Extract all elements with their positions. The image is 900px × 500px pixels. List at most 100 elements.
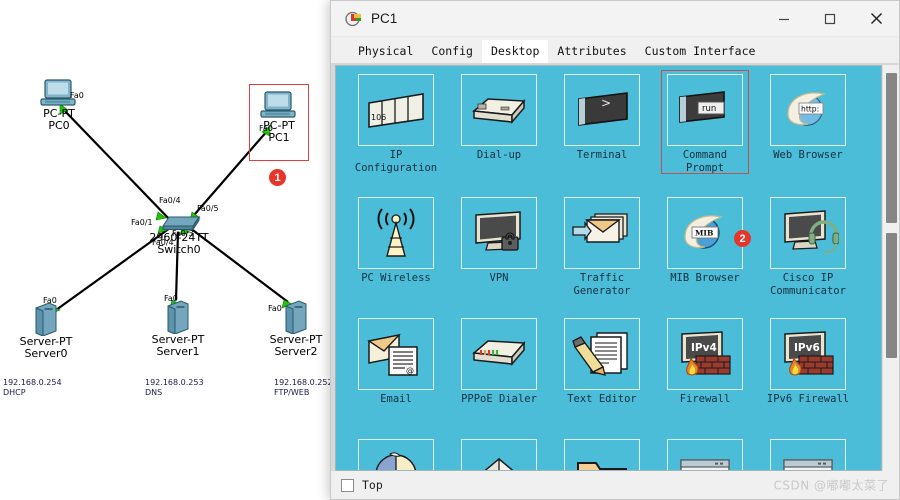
link-switch0-server0 (55, 227, 171, 311)
iflabel-pc0-fa0: Fa0 (70, 91, 84, 100)
window-titlebar[interactable]: PC1 (331, 1, 899, 37)
scrollbar-thumb-upper[interactable] (886, 73, 897, 223)
svg-text:IPv4: IPv4 (691, 342, 717, 354)
tab-desktop[interactable]: Desktop (481, 40, 549, 63)
desktop-item-row4-5[interactable] (758, 439, 858, 470)
node-model-label: Server-PT (151, 333, 205, 346)
desktop-item-web-browser[interactable]: http: Web Browser (758, 74, 858, 162)
desktop-item-firewall[interactable]: IPv4 (655, 318, 755, 406)
switch-icon (162, 215, 200, 232)
traffic-generator-icon (564, 197, 640, 269)
desktop-item-pppoe-dialer[interactable]: PPPoE Dialer (449, 318, 549, 406)
pc-icon (260, 91, 296, 118)
window-bottom-bar: Top CSDN @嘟嘟太菜了 (331, 471, 899, 499)
topology-node-server0[interactable]: Server-PT Server0 (8, 300, 84, 360)
server-icon (35, 302, 57, 336)
window-controls (761, 1, 899, 37)
server1-ip: 192.168.0.253 (145, 378, 204, 387)
iflabel-server0-fa0: Fa0 (43, 296, 57, 305)
desktop-item-cisco-ip-communicator[interactable]: Cisco IP Communicator (758, 197, 858, 298)
ip-phone-headset-icon (770, 197, 846, 269)
node-model-label: PC-PT (43, 107, 75, 120)
pc-icon (40, 79, 76, 106)
topology-node-pc1[interactable]: PC-PT PC1 (246, 90, 312, 144)
desktop-item-label: IPv6 Firewall (766, 393, 850, 405)
desktop-item-label: MIB Browser (670, 272, 740, 284)
maximize-button[interactable] (807, 1, 853, 37)
svg-text:@: @ (406, 366, 414, 375)
desktop-item-pc-wireless[interactable]: PC Wireless (346, 197, 446, 285)
node-model-label: Server-PT (269, 333, 323, 346)
desktop-item-ipv6-firewall[interactable]: IPv6 (758, 318, 858, 406)
node-model-label: 2960-24TT (149, 231, 209, 244)
minimize-button[interactable] (761, 1, 807, 37)
svg-text:IPv6: IPv6 (794, 342, 820, 354)
tab-custom-interface[interactable]: Custom Interface (644, 44, 756, 58)
network-topology-canvas[interactable]: PC-PT PC0 PC-PT PC1 1 2960-24TT Switch (0, 0, 360, 500)
desktop-item-email[interactable]: @ Email (346, 318, 446, 406)
svg-text:>: > (601, 96, 611, 110)
desktop-item-terminal[interactable]: > Terminal (552, 74, 652, 162)
topology-node-pc0[interactable]: PC-PT PC0 (26, 78, 92, 132)
terminal-icon: > (564, 74, 640, 146)
mib-browser-icon: MIB (667, 197, 743, 269)
iflabel-sw-fa05: Fa0/5 (197, 204, 219, 213)
desktop-item-dial-up[interactable]: Dial-up (449, 74, 549, 162)
node-model-label: Server-PT (19, 335, 73, 348)
ip-configuration-icon: 106 (358, 74, 434, 146)
pc1-device-window: PC1 Physical Config Desktop (330, 0, 900, 500)
desktop-item-row4-1[interactable] (346, 439, 446, 470)
topology-node-server1[interactable]: Server-PT Server1 (140, 298, 216, 358)
desktop-item-row4-3[interactable] (552, 439, 652, 470)
svg-text:http:: http: (801, 105, 819, 114)
node-name-label: Switch0 (157, 243, 201, 256)
tab-physical[interactable]: Physical (358, 44, 414, 58)
iflabel-server2-fa0: Fa0 (268, 304, 282, 313)
command-prompt-icon: run (667, 74, 743, 146)
link-switch0-server1 (174, 231, 180, 301)
desktop-item-label: VPN (489, 272, 509, 284)
folder-icon (564, 439, 640, 470)
pppoe-dialer-icon (461, 318, 537, 390)
topology-node-switch0[interactable]: 2960-24TT Switch0 (146, 212, 212, 256)
window-title: PC1 (371, 11, 398, 26)
window-icon (770, 439, 846, 470)
server2-ip: 192.168.0.252 (274, 378, 333, 387)
device-tabs[interactable]: Physical Config Desktop Attributes Custo… (331, 37, 899, 63)
tab-config[interactable]: Config (431, 44, 473, 58)
tab-attributes[interactable]: Attributes (557, 44, 627, 58)
server1-role: DNS (145, 388, 163, 397)
desktop-vertical-scrollbar[interactable] (882, 65, 899, 471)
link-pc0-switch0 (61, 107, 173, 223)
scrollbar-thumb-lower[interactable] (886, 233, 897, 358)
top-checkbox[interactable] (341, 478, 354, 492)
node-name-label: Server1 (156, 345, 200, 358)
desktop-item-label: Traffic Generator (573, 272, 631, 297)
iflabel-server1-fa0: Fa0 (164, 294, 178, 303)
firewall-icon: IPv6 (770, 318, 846, 390)
desktop-item-ip-configuration[interactable]: 106 IP Configuration (346, 74, 446, 175)
desktop-item-label: Command Prompt (682, 149, 728, 174)
desktop-item-label: Text Editor (567, 393, 637, 405)
close-button[interactable] (853, 1, 899, 37)
window-icon (667, 439, 743, 470)
svg-text:106: 106 (371, 113, 386, 122)
desktop-item-vpn[interactable]: VPN (449, 197, 549, 285)
desktop-item-label: PC Wireless (361, 272, 431, 284)
server0-ip: 192.168.0.254 (3, 378, 62, 387)
desktop-item-mib-browser[interactable]: MIB MIB Browser (655, 197, 755, 285)
desktop-item-command-prompt[interactable]: run Command Prompt (655, 70, 755, 175)
desktop-item-row4-2[interactable] (449, 439, 549, 470)
node-name-label: PC1 (268, 131, 290, 144)
top-checkbox-label: Top (362, 478, 383, 492)
status-dot-pc1 (261, 125, 271, 137)
desktop-panel: 106 IP Configuration (331, 63, 899, 471)
svg-text:run: run (702, 104, 716, 114)
desktop-item-row4-4[interactable] (655, 439, 755, 470)
desktop-icon-grid[interactable]: 106 IP Configuration (335, 65, 882, 471)
desktop-item-traffic-generator[interactable]: Traffic Generator (552, 197, 652, 298)
desktop-item-label: Dial-up (476, 149, 522, 161)
desktop-item-text-editor[interactable]: Text Editor (552, 318, 652, 406)
topology-node-server2[interactable]: Server-PT Server2 (258, 298, 334, 358)
